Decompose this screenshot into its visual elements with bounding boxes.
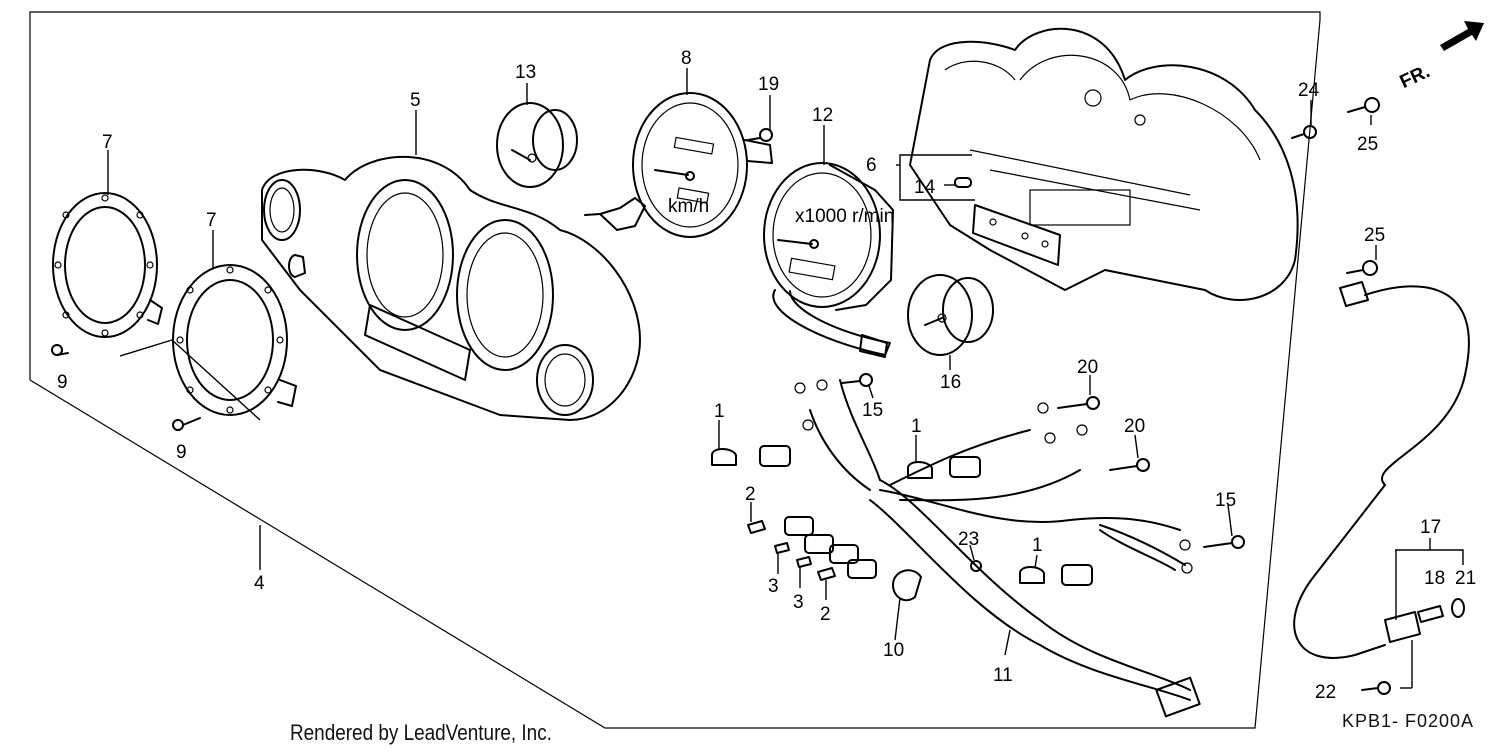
- callout-7b: 7: [206, 210, 217, 231]
- screw-19: [747, 128, 773, 142]
- callout-9b: 9: [176, 442, 187, 463]
- screw-15a: [841, 373, 873, 387]
- callout-6: 6: [866, 155, 877, 176]
- callout-19: 19: [758, 74, 779, 95]
- bulb-2b: [817, 567, 836, 581]
- nut-23: [970, 560, 982, 572]
- bulb-1a: [711, 445, 791, 467]
- callout-25a: 25: [1357, 134, 1378, 155]
- lens-ring-7a: [52, 192, 163, 338]
- sockets: [784, 516, 877, 579]
- callout-11: 11: [993, 665, 1013, 686]
- callout-15a: 15: [862, 400, 883, 421]
- bulb-2a: [747, 520, 766, 534]
- callout-13: 13: [515, 62, 536, 83]
- callout-10: 10: [883, 640, 904, 661]
- callout-12: 12: [812, 105, 833, 126]
- speedometer-cable-17: [1293, 281, 1470, 659]
- callouts: 7 7 5 13 8 19 12 6 14 16 24 25 25 9 9 4 …: [57, 48, 1476, 703]
- meter-case-5: [261, 155, 641, 421]
- screw-24: [1291, 125, 1317, 139]
- callout-3a: 3: [768, 576, 779, 597]
- callout-15b: 15: [1215, 490, 1236, 511]
- svg-text:FR.: FR.: [1397, 61, 1434, 93]
- callout-1a: 1: [714, 401, 725, 422]
- fuel-gauge-13: [496, 102, 578, 188]
- callout-5: 5: [410, 90, 421, 111]
- tachometer-face-text: x1000 r/min: [795, 206, 894, 227]
- screw-9a: [51, 344, 69, 356]
- callout-21: 21: [1455, 568, 1476, 589]
- bulb-3b: [796, 556, 812, 568]
- circuit-plate: [972, 204, 1061, 266]
- screw-25a: [1347, 97, 1380, 113]
- callout-3b: 3: [793, 592, 804, 613]
- diagram-code: KPB1- F0200A: [1342, 711, 1475, 731]
- bulb-3a: [774, 542, 790, 554]
- callout-1b: 1: [911, 416, 922, 437]
- callout-1c: 1: [1032, 535, 1043, 556]
- callout-2b: 2: [820, 604, 831, 625]
- screw-25b: [1346, 260, 1378, 276]
- callout-17: 17: [1420, 517, 1441, 538]
- callout-23: 23: [958, 529, 979, 550]
- callout-14: 14: [914, 177, 936, 198]
- clamp-10: [892, 569, 922, 602]
- lens-ring-7b: [172, 264, 297, 416]
- callout-4: 4: [254, 573, 265, 594]
- callout-20a: 20: [1077, 357, 1098, 378]
- bulb-14: [954, 177, 972, 188]
- temp-gauge-16: [907, 274, 994, 356]
- callout-20b: 20: [1124, 416, 1145, 437]
- screw-20b: [1109, 458, 1150, 472]
- callout-25b: 25: [1364, 225, 1385, 246]
- speedometer-face-text: km/h: [668, 196, 709, 217]
- bulb-1b: [907, 456, 981, 479]
- callout-8: 8: [681, 48, 692, 69]
- screw-22: [1361, 681, 1391, 695]
- callout-7a: 7: [102, 132, 113, 153]
- wire-harness-11: [794, 379, 1201, 718]
- render-credit: Rendered by LeadVenture, Inc.: [290, 720, 552, 745]
- callout-22: 22: [1315, 682, 1336, 703]
- screw-9b: [172, 417, 201, 431]
- leader-lines: [107, 68, 1464, 689]
- screw-15b: [1203, 535, 1245, 549]
- assembly-outline: [29, 11, 1321, 729]
- bulb-1c: [1019, 564, 1093, 586]
- meter-housing-6: [909, 27, 1299, 301]
- callout-9a: 9: [57, 372, 68, 393]
- tachometer-12: x1000 r/min: [763, 162, 894, 358]
- callout-18: 18: [1424, 568, 1445, 589]
- callout-2a: 2: [745, 484, 756, 505]
- seal-21: [1451, 598, 1465, 618]
- speedometer-8: km/h: [584, 92, 773, 238]
- callout-16: 16: [940, 372, 961, 393]
- front-arrow-icon: FR.: [1397, 21, 1484, 93]
- screw-20a: [1057, 396, 1100, 410]
- callout-24: 24: [1298, 80, 1320, 101]
